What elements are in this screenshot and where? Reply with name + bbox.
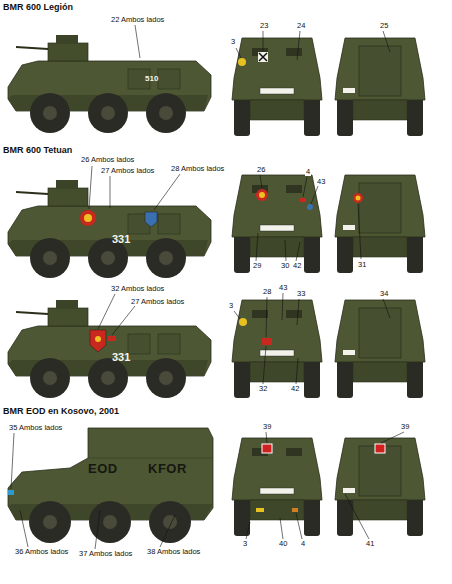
callout-number: 26 [256, 166, 266, 174]
callout-number: 34 [379, 290, 389, 298]
callout-label: 27 Ambos lados [100, 167, 155, 175]
callout-number: 43 [278, 284, 288, 292]
vehicle-marking: KFOR [148, 462, 187, 475]
callout-number: 32 [258, 385, 268, 393]
callout-number: 25 [379, 22, 389, 30]
callout-label: 28 Ambos lados [170, 165, 225, 173]
callout-number: 39 [400, 423, 410, 431]
vehicle-number: 331 [112, 234, 130, 245]
callout-label: 27 Ambos lados [130, 298, 185, 306]
callout-number: 42 [292, 262, 302, 270]
callout-number: 3 [230, 38, 236, 46]
callout-label: 37 Ambos lados [78, 550, 133, 558]
vehicle-number: 510 [145, 75, 158, 83]
callout-label: 26 Ambos lados [80, 156, 135, 164]
section-title: BMR 600 Tetuan [3, 146, 72, 155]
callout-number: 43 [316, 178, 326, 186]
section-title: BMR EOD en Kosovo, 2001 [3, 407, 119, 416]
callout-number: 4 [300, 540, 306, 548]
vehicle-number: 331 [112, 352, 130, 363]
callout-number: 31 [357, 261, 367, 269]
callout-number: 29 [252, 262, 262, 270]
callout-number: 33 [296, 290, 306, 298]
callout-number: 40 [278, 540, 288, 548]
callout-number: 30 [280, 262, 290, 270]
callout-label: 36 Ambos lados [14, 548, 69, 556]
callout-label: 35 Ambos lados [8, 424, 63, 432]
callout-number: 3 [228, 302, 234, 310]
callout-number: 23 [259, 22, 269, 30]
callout-number: 41 [365, 540, 375, 548]
callout-number: 39 [262, 423, 272, 431]
callout-label: 22 Ambos lados [110, 16, 165, 24]
callout-label: 38 Ambos lados [146, 548, 201, 556]
callout-number: 24 [296, 22, 306, 30]
callout-number: 42 [290, 385, 300, 393]
callout-number: 4 [305, 168, 311, 176]
vehicle-marking: EOD [88, 462, 118, 475]
section-title: BMR 600 Legión [3, 3, 73, 12]
callout-label: 32 Ambos lados [110, 285, 165, 293]
callout-number: 3 [242, 540, 248, 548]
callout-number: 28 [262, 288, 272, 296]
